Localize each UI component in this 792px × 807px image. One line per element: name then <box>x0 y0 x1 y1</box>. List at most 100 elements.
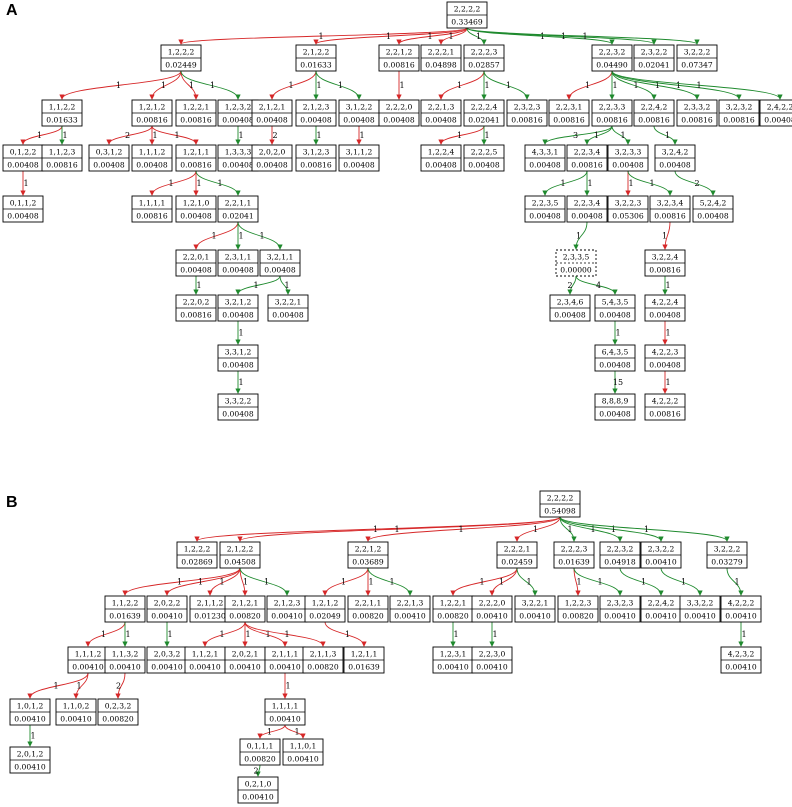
tree-node: 1,2,2,30.00820 <box>557 595 599 623</box>
tree-node: 4,2,2,40.00408 <box>644 294 686 322</box>
node-state-label: 2,2,4,2 <box>648 599 675 608</box>
edge-weight-label: 1 <box>245 630 250 639</box>
edge-weight-label: 2 <box>567 281 572 290</box>
edge-arrow <box>584 125 613 145</box>
edge-weight-label: 3 <box>573 131 578 140</box>
node-state-label: 2,2,3,4 <box>574 148 601 157</box>
node-state-label: 2,4,2,2 <box>767 103 792 112</box>
edge-weight-label: 1 <box>76 682 81 691</box>
node-state-label: 1,3,3,3 <box>225 148 252 157</box>
tree-node: 4,2,2,30.00408 <box>644 344 686 372</box>
node-state-label: 2,1,2,2 <box>227 545 254 554</box>
panel-b-label: B <box>6 494 18 511</box>
edge-arrow <box>255 764 261 777</box>
node-state-label: 2,2,2,5 <box>471 148 498 157</box>
edge-arrow <box>239 567 290 596</box>
node-value-label: 0.00408 <box>222 266 254 275</box>
node-value-label: 0.00820 <box>562 612 594 621</box>
node-value-label: 0.02857 <box>468 61 500 70</box>
edge-weight-label: 1 <box>582 32 587 41</box>
node-value-label: 0.01639 <box>109 612 141 621</box>
edge-weight-label: 1 <box>62 131 67 140</box>
edge-arrow <box>315 70 362 100</box>
node-value-label: 0.00816 <box>180 116 212 125</box>
edge-arrow <box>151 125 199 145</box>
node-value-label: 0.00816 <box>46 161 78 170</box>
node-state-label: 2,3,2,2 <box>641 48 668 57</box>
edge-arrow <box>122 567 241 596</box>
node-value-label: 0.00408 <box>612 161 644 170</box>
tree-node: 1,1,2,20.01633 <box>41 99 83 127</box>
node-value-label: 0.03689 <box>352 558 384 567</box>
edge-weight-label: 1 <box>597 578 602 587</box>
edge-weight-label: 1 <box>30 732 35 741</box>
edge-weight-label: 1 <box>476 32 481 41</box>
node-value-label: 0.00816 <box>654 212 686 221</box>
node-state-label: 1,1,3,2 <box>112 650 139 659</box>
tree-node: 2,0,2,00.00408 <box>251 144 293 172</box>
node-value-label: 0.00408 <box>264 266 296 275</box>
edge-weight-label: 1 <box>341 578 346 587</box>
node-state-label: 0,3,1,2 <box>96 148 123 157</box>
node-value-label: 0.00816 <box>649 410 681 419</box>
node-state-label: 2,3,1,1 <box>225 253 252 262</box>
edge-weight-label: 1 <box>499 578 504 587</box>
node-state-label: 2,2,2,4 <box>471 103 498 112</box>
node-state-label: 2,2,1,3 <box>397 599 424 608</box>
node-state-label: 3,2,3,3 <box>615 148 642 157</box>
node-value-label: 0.00410 <box>189 663 221 672</box>
node-value-label: 0.00820 <box>229 612 261 621</box>
edge-weight-label: 1 <box>611 525 616 534</box>
tree-node: 5,4,3,50.00408 <box>594 294 636 322</box>
node-state-label: 1,2,1,2 <box>139 103 166 112</box>
node-value-label: 0.00410 <box>271 612 303 621</box>
edge-weight-label: 1 <box>238 378 243 387</box>
edge-arrow <box>207 567 241 596</box>
edge-weight-label: 1 <box>662 232 667 241</box>
edge-weight-label: 1 <box>665 281 670 290</box>
node-value-label: 0.00410 <box>684 612 716 621</box>
node-state-label: 2,2,1,2 <box>386 48 413 57</box>
edge-weight-label: 1 <box>210 81 215 90</box>
node-value-label: 0.00408 <box>222 410 254 419</box>
tree-node: 2,2,0,20.00816 <box>175 294 217 322</box>
node-state-label: 2,3,3,2 <box>684 103 711 112</box>
edge-arrow <box>567 275 577 295</box>
node-value-label: 0.01633 <box>46 116 78 125</box>
edge-weight-label: 1 <box>284 281 289 290</box>
tree-node: 2,0,2,20.00410 <box>146 595 188 623</box>
node-state-label: 2,2,1,1 <box>225 199 252 208</box>
node-value-label: 0.02459 <box>501 558 533 567</box>
node-value-label: 0.33469 <box>451 18 483 27</box>
node-state-label: 3,2,1,1 <box>267 253 294 262</box>
edge-arrow <box>237 221 283 250</box>
node-value-label: 0.01633 <box>300 61 332 70</box>
edge-weight-label: 1 <box>594 131 599 140</box>
node-value-label: 0.00410 <box>437 663 469 672</box>
tree-node: 2,2,1,10.00820 <box>347 595 389 623</box>
tree-node: 1,1,2,20.01639 <box>104 595 146 623</box>
node-value-label: 0.00408 <box>7 212 39 221</box>
tree-node: 2,2,1,20.00816 <box>378 44 420 72</box>
edge-weight-label: 1 <box>243 578 248 587</box>
node-state-label: 2,2,2,0 <box>386 103 413 112</box>
edge-arrow <box>559 516 623 542</box>
node-value-label: 0.00410 <box>287 755 319 764</box>
tree-node: 2,2,2,20.54098 <box>539 490 581 518</box>
node-state-label: 4,2,3,2 <box>728 650 755 659</box>
edge-weight-label: 1 <box>37 131 42 140</box>
edge-weight-label: 1 <box>53 682 58 691</box>
node-value-label: 0.00816 <box>553 116 585 125</box>
node-state-label: 2,3,3,5 <box>563 253 590 262</box>
tree-node: 3,2,1,1 0.00408 <box>259 249 301 277</box>
node-state-label: 4,2,2,2 <box>652 397 679 406</box>
edge-weight-label: 1 <box>125 630 130 639</box>
tree-node: 8,8,8,90.00408 <box>594 393 636 421</box>
edge-arrow <box>566 70 613 100</box>
edge-weight-label: 1 <box>389 578 394 587</box>
node-value-label: 0.00408 <box>764 116 792 125</box>
tree-node: 2,1,1,20.01230 <box>189 595 231 623</box>
edge-arrow <box>450 567 518 596</box>
node-value-label: 0.01639 <box>558 558 590 567</box>
